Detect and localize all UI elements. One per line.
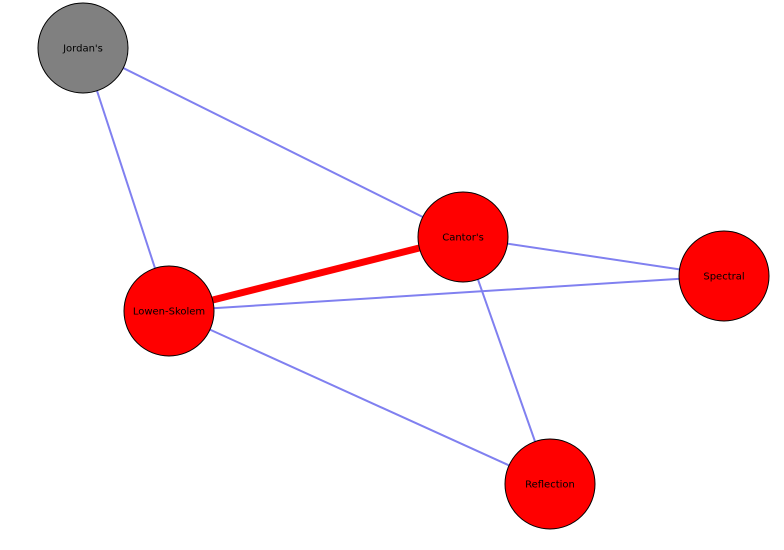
node-cantor[interactable]: Cantor's: [417, 191, 509, 283]
node-label-cantor: Cantor's: [442, 233, 484, 244]
edge-jordan-lowen: [82, 47, 170, 312]
node-circle-cantor[interactable]: [417, 191, 509, 283]
node-label-jordan: Jordan's: [62, 44, 103, 55]
edges-layer: [82, 47, 725, 485]
node-circle-spectral[interactable]: [678, 230, 770, 322]
node-jordan[interactable]: Jordan's: [37, 2, 129, 94]
node-circle-jordan[interactable]: [37, 2, 129, 94]
node-label-reflection: Reflection: [525, 480, 575, 491]
node-label-lowen: Lowen-Skolem: [133, 307, 205, 318]
edge-lowen-spectral: [168, 275, 725, 312]
node-lowen[interactable]: Lowen-Skolem: [123, 265, 215, 357]
node-spectral[interactable]: Spectral: [678, 230, 770, 322]
node-circle-lowen[interactable]: [123, 265, 215, 357]
edge-lowen-reflection: [168, 310, 551, 485]
node-label-spectral: Spectral: [703, 272, 744, 283]
edge-jordan-cantor: [82, 47, 464, 238]
node-circle-reflection[interactable]: [504, 438, 596, 530]
node-reflection[interactable]: Reflection: [504, 438, 596, 530]
edge-lowen-cantor: [168, 233, 464, 315]
